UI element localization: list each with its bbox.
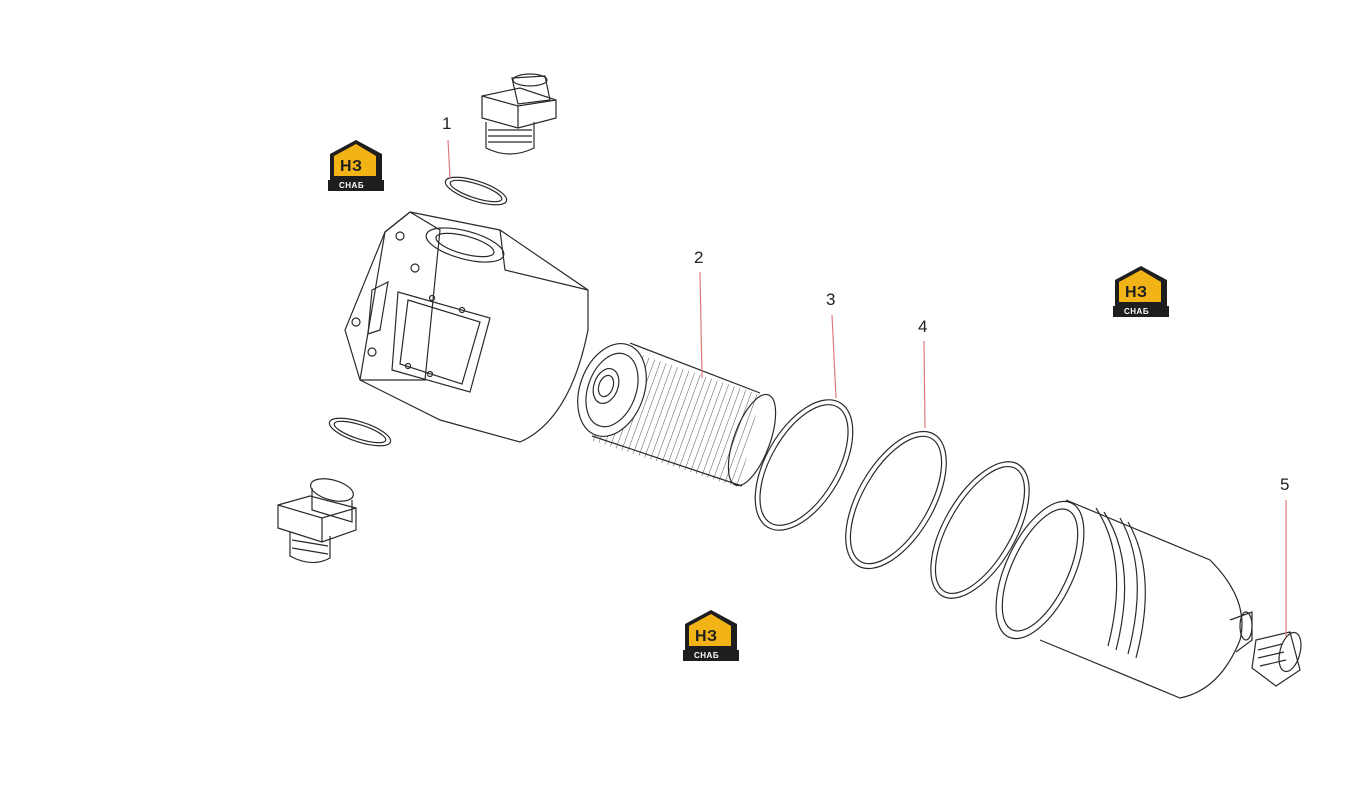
watermark-logo: НЗ СНАБ — [683, 606, 739, 662]
callout-2: 2 — [694, 248, 704, 267]
callout-3: 3 — [826, 290, 836, 309]
bottom-o-ring — [328, 417, 392, 447]
leader-line-4 — [923, 340, 926, 429]
top-o-ring — [444, 176, 508, 206]
o-ring-3 — [754, 399, 854, 531]
leader-line-1 — [447, 139, 451, 179]
filter-head-block — [344, 211, 589, 443]
filter-bowl — [995, 499, 1253, 699]
watermark-logo: НЗ СНАБ — [328, 136, 384, 192]
filter-element — [577, 342, 777, 488]
bottom-fitting — [277, 478, 357, 564]
callout-5: 5 — [1280, 475, 1290, 494]
leader-line-2 — [699, 271, 703, 379]
callout-4: 4 — [918, 317, 928, 336]
o-ring-4 — [845, 430, 947, 570]
leader-line-3 — [831, 314, 837, 399]
top-fitting — [481, 73, 557, 155]
callout-1: 1 — [442, 114, 452, 133]
watermark-logo: НЗ СНАБ — [1113, 262, 1169, 318]
drain-plug — [1251, 631, 1302, 687]
seal-ring — [930, 461, 1030, 599]
